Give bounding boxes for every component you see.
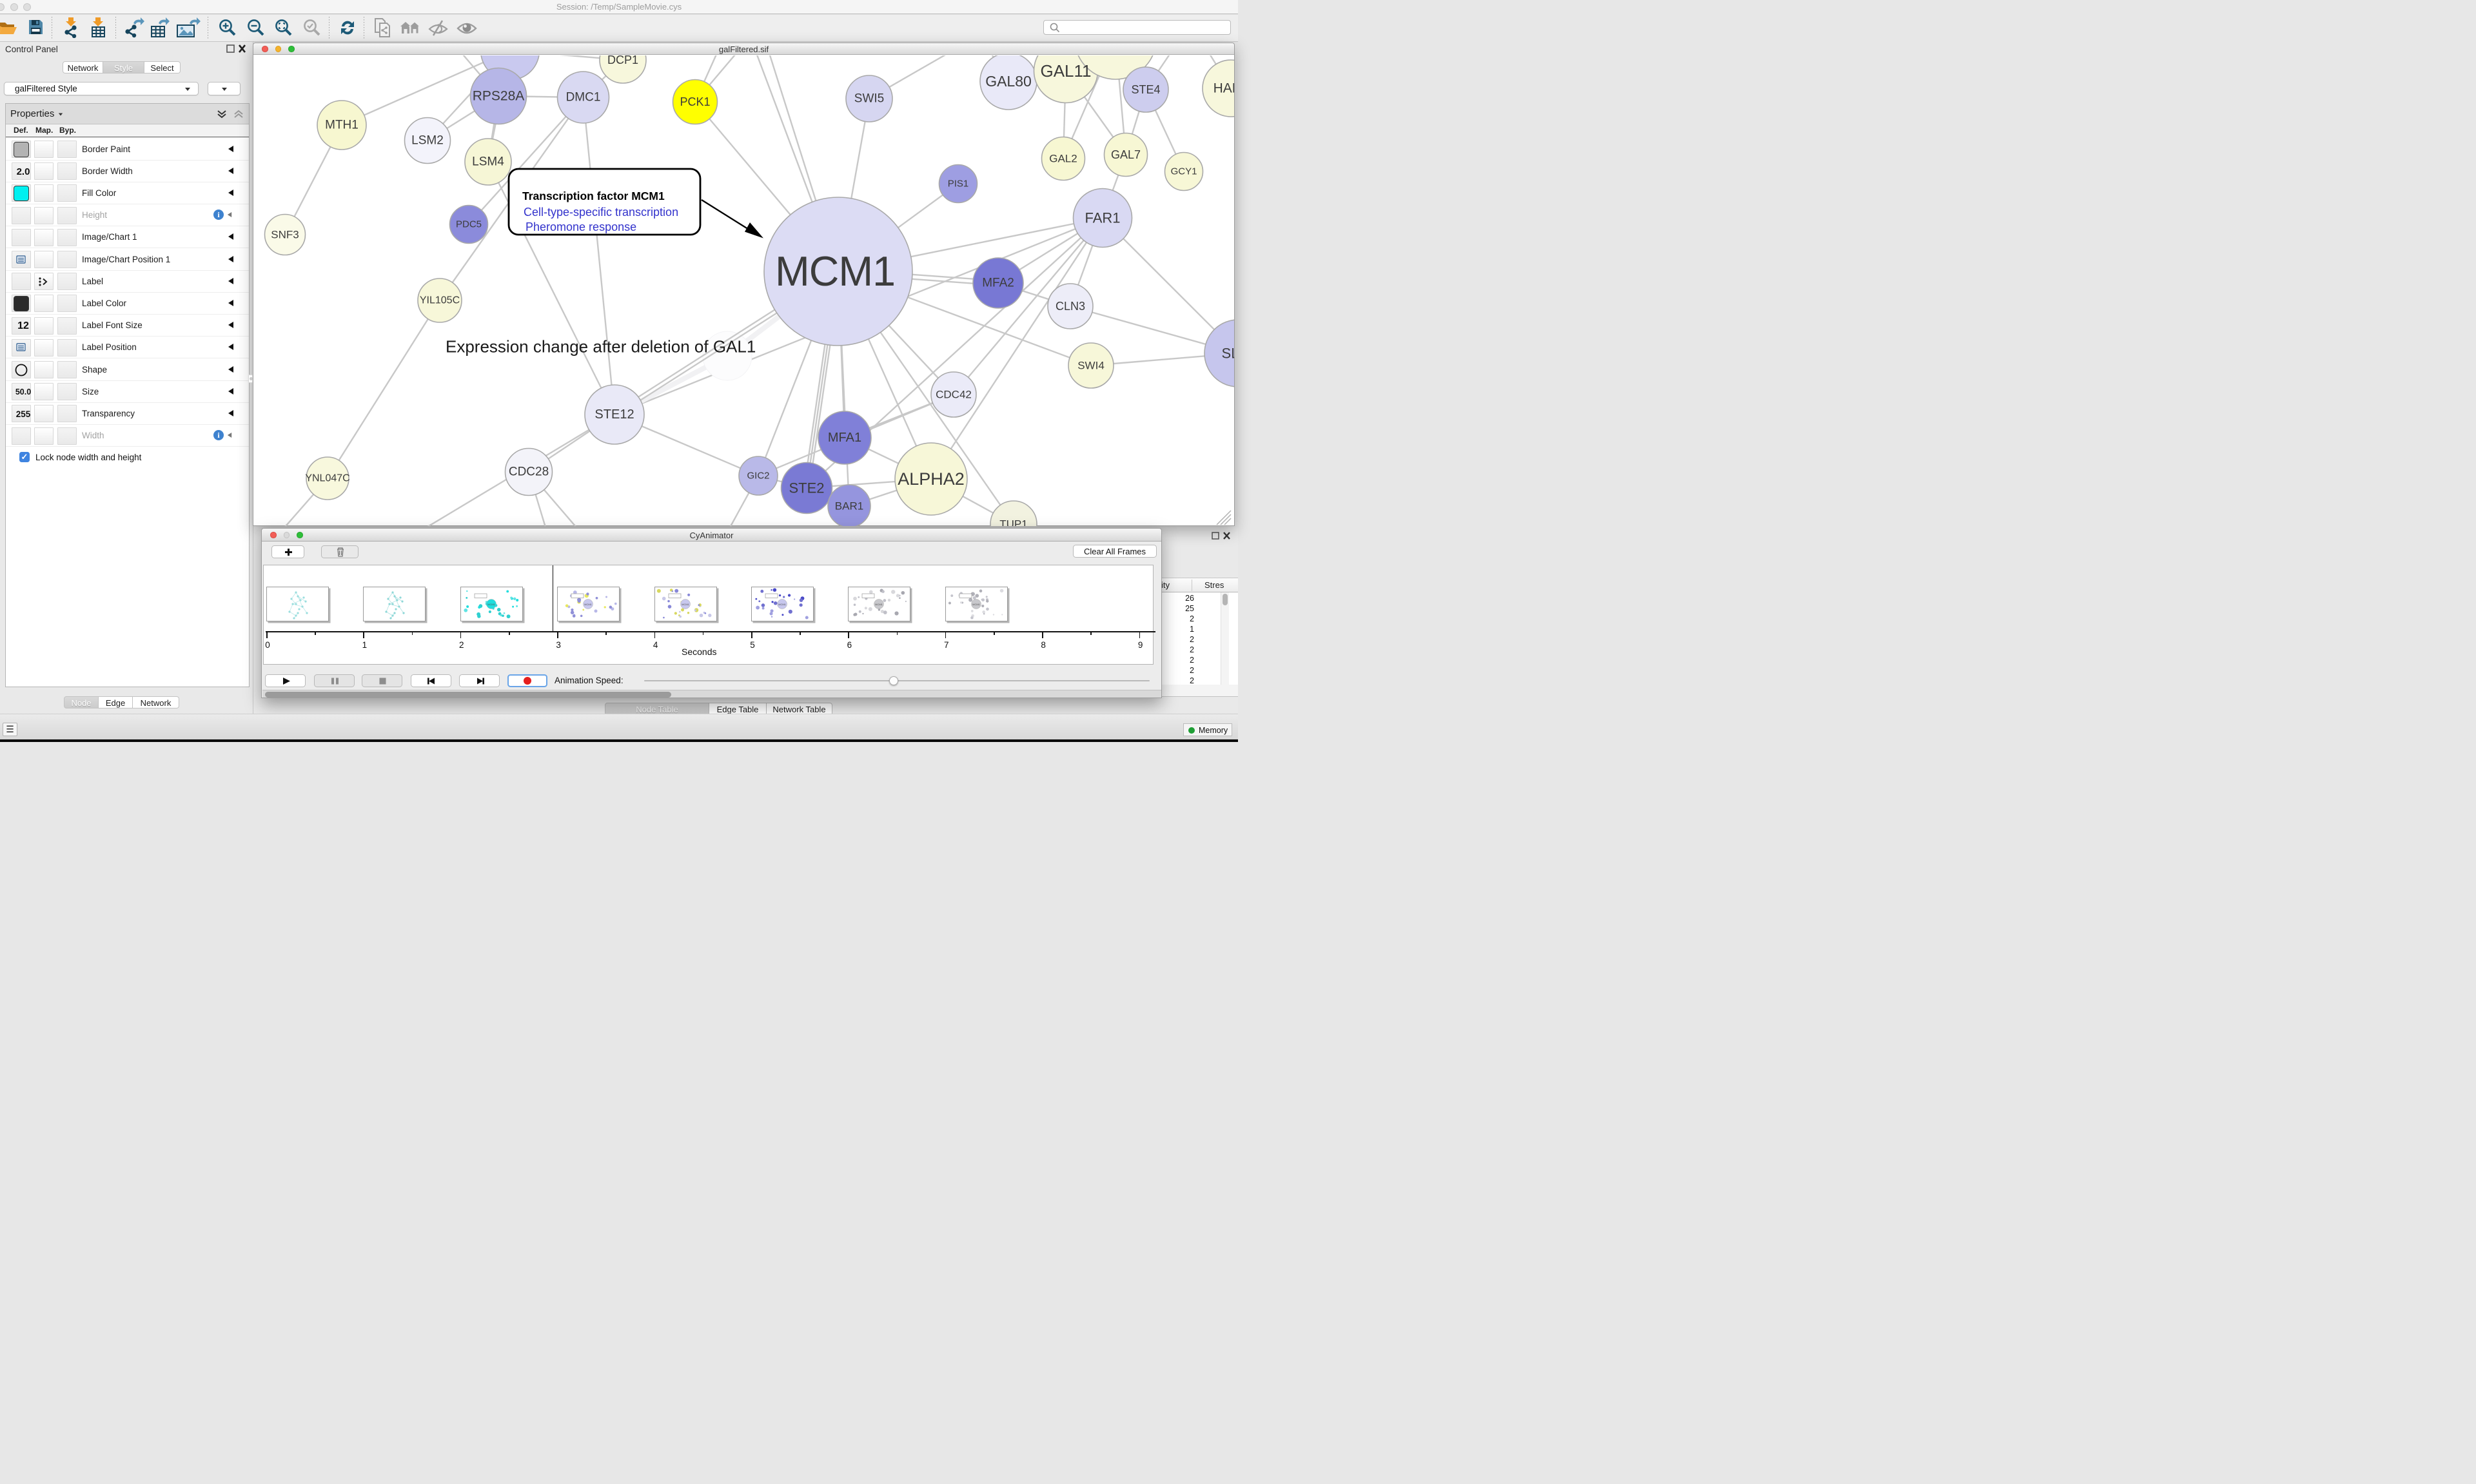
svg-text:YNL047C: YNL047C [305,473,349,484]
svg-text:RPS28B: RPS28B [483,55,537,59]
svg-text:PCK1: PCK1 [680,95,710,108]
svg-text:MCM1: MCM1 [876,603,884,606]
svg-text:HAP2: HAP2 [1213,81,1234,96]
svg-text:YIL105C: YIL105C [420,295,460,306]
svg-text:RPS28A: RPS28A [473,89,525,104]
svg-text:SLT2: SLT2 [1222,346,1234,362]
svg-text:BAR1: BAR1 [835,500,863,513]
svg-text:GCY1: GCY1 [1171,166,1197,177]
svg-text:GIC2: GIC2 [747,471,769,482]
svg-text:DCP1: DCP1 [607,55,638,66]
svg-text:LSM4: LSM4 [472,155,504,169]
svg-text:MCM1: MCM1 [584,603,593,606]
svg-text:SWI4: SWI4 [1077,360,1105,372]
svg-text:STE2: STE2 [789,480,824,496]
svg-text:FAR1: FAR1 [1085,210,1120,226]
svg-text:Cell-type-specific transcripti: Cell-type-specific transcription [524,206,678,219]
svg-text:MCM1: MCM1 [487,603,496,606]
svg-text:PIS1: PIS1 [948,179,969,190]
svg-text:Pheromone response: Pheromone response [526,220,636,233]
svg-text:STE12: STE12 [594,407,634,422]
svg-text:DMC1: DMC1 [566,91,601,104]
svg-text:TUP1: TUP1 [999,518,1027,527]
svg-text:MCM1: MCM1 [972,603,981,606]
svg-text:MCM1: MCM1 [682,603,690,606]
svg-text:MTH1: MTH1 [325,119,359,132]
svg-text:STE4: STE4 [1131,83,1160,96]
svg-text:GAL2: GAL2 [1049,153,1077,165]
svg-text:Expression change after deleti: Expression change after deletion of GAL1 [446,337,756,356]
svg-text:GAL80: GAL80 [985,73,1032,90]
svg-text:CDC42: CDC42 [936,389,972,401]
svg-text:MCM1: MCM1 [775,248,895,295]
svg-text:CDC28: CDC28 [509,465,549,479]
svg-text:Transcription factor MCM1: Transcription factor MCM1 [522,190,665,202]
svg-text:ALPHA2: ALPHA2 [898,469,965,489]
svg-text:GAL7: GAL7 [1111,148,1141,161]
svg-text:SWI5: SWI5 [854,92,884,106]
svg-text:MFA2: MFA2 [982,277,1014,290]
svg-text:LSM2: LSM2 [411,134,444,148]
svg-text:MCM1: MCM1 [778,603,787,606]
svg-text:CLN3: CLN3 [1056,300,1085,313]
svg-text:GAL11: GAL11 [1040,61,1091,81]
svg-text:MFA1: MFA1 [828,431,861,445]
svg-text:PDC5: PDC5 [456,219,482,230]
svg-text:SNF3: SNF3 [271,229,299,241]
